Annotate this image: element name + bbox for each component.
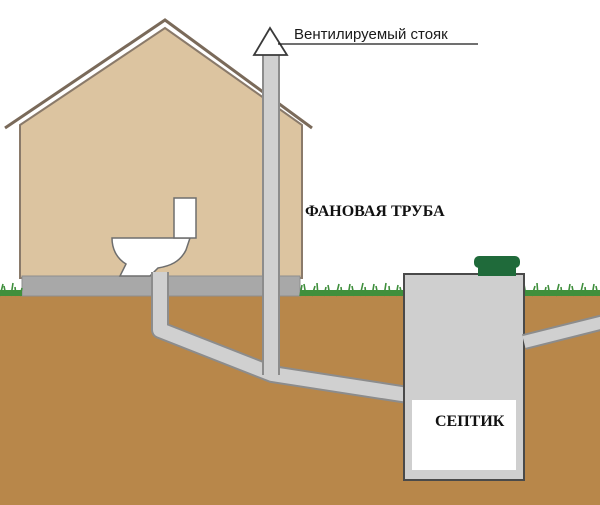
vent-cap [252,26,289,56]
vent-stack-label: Вентилируемый стояк [294,26,448,43]
septic-lid [474,256,520,268]
house-wall [19,26,303,279]
vent-stack-pipe [264,50,278,375]
toilet-tank [173,197,197,239]
septic-label-panel [412,400,516,470]
grass-strip-middle [300,290,406,296]
fan-pipe-label: ФАНОВАЯ ТРУБА [305,203,445,220]
septic-outlet-pipe-inner [522,316,600,348]
grass-strip-left [0,290,22,296]
toilet-drain-pipe-inner [153,272,410,402]
septic-label: СЕПТИК [435,413,505,430]
grass-strip-right [520,290,600,296]
